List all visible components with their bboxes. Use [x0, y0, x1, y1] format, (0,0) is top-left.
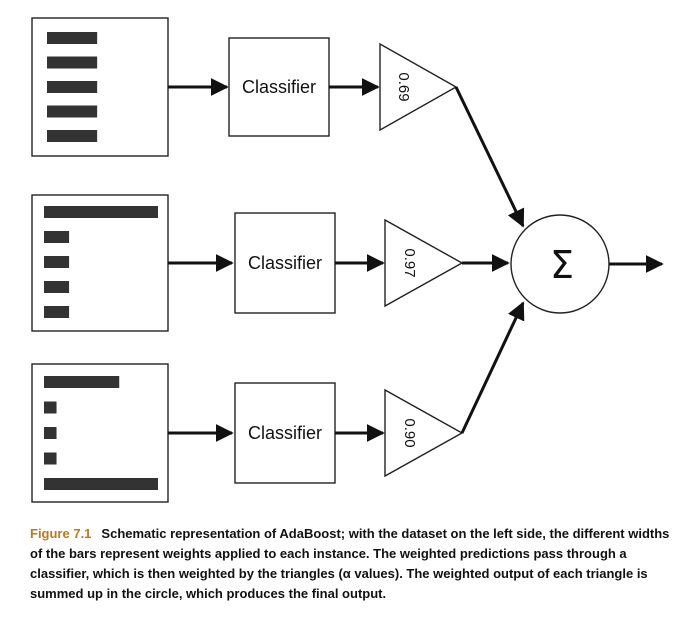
instance-bar-2-1 — [44, 206, 158, 218]
arrow-weight-to-sum-1 — [454, 86, 525, 228]
instance-bar-2-3 — [44, 256, 70, 268]
row-1: Classifier 0.69 — [31, 17, 525, 228]
dataset-bars-1 — [47, 32, 98, 142]
instance-bar-3-1 — [44, 376, 120, 388]
alpha-value-1: 0.69 — [395, 72, 412, 101]
classifier-label-1: Classifier — [242, 77, 316, 97]
instance-bar-1-4 — [47, 105, 98, 118]
weight-triangle-1 — [379, 42, 458, 132]
instance-bar-1-3 — [47, 81, 98, 93]
instance-bar-1-1 — [47, 32, 98, 44]
classifier-box-1 — [228, 37, 330, 137]
instance-bar-3-5 — [44, 478, 158, 490]
row-3: Classifier 0.90 — [31, 301, 525, 503]
alpha-value-2: 0.97 — [401, 248, 418, 277]
dataset-bars-2 — [44, 206, 158, 318]
classifier-label-2: Classifier — [248, 253, 322, 273]
instance-bar-1-2 — [47, 56, 98, 69]
classifier-box-2 — [234, 212, 336, 314]
instance-bar-1-5 — [47, 130, 98, 142]
instance-bar-3-3 — [44, 427, 57, 439]
alpha-value-3: 0.90 — [401, 418, 418, 447]
classifier-box-3 — [234, 382, 336, 484]
instance-bar-3-2 — [44, 401, 57, 414]
dataset-bars-3 — [44, 376, 158, 490]
sum-symbol: Σ — [550, 243, 574, 287]
caption-text: Schematic representation of AdaBoost; wi… — [30, 526, 670, 601]
figure-number: Figure 7.1 — [30, 526, 92, 541]
instance-bar-3-4 — [44, 452, 57, 465]
classifier-label-3: Classifier — [248, 423, 322, 443]
instance-bar-2-5 — [44, 306, 70, 318]
instance-bar-2-2 — [44, 231, 70, 243]
row-2: Classifier 0.97 — [31, 194, 510, 332]
weight-triangle-3 — [384, 388, 464, 478]
instance-bar-2-4 — [44, 281, 70, 293]
arrow-weight-to-sum-3 — [460, 301, 525, 434]
weight-triangle-2 — [384, 218, 464, 308]
adaboost-diagram: Classifier 0.69 Classifier 0.97 Classifi… — [31, 17, 664, 503]
